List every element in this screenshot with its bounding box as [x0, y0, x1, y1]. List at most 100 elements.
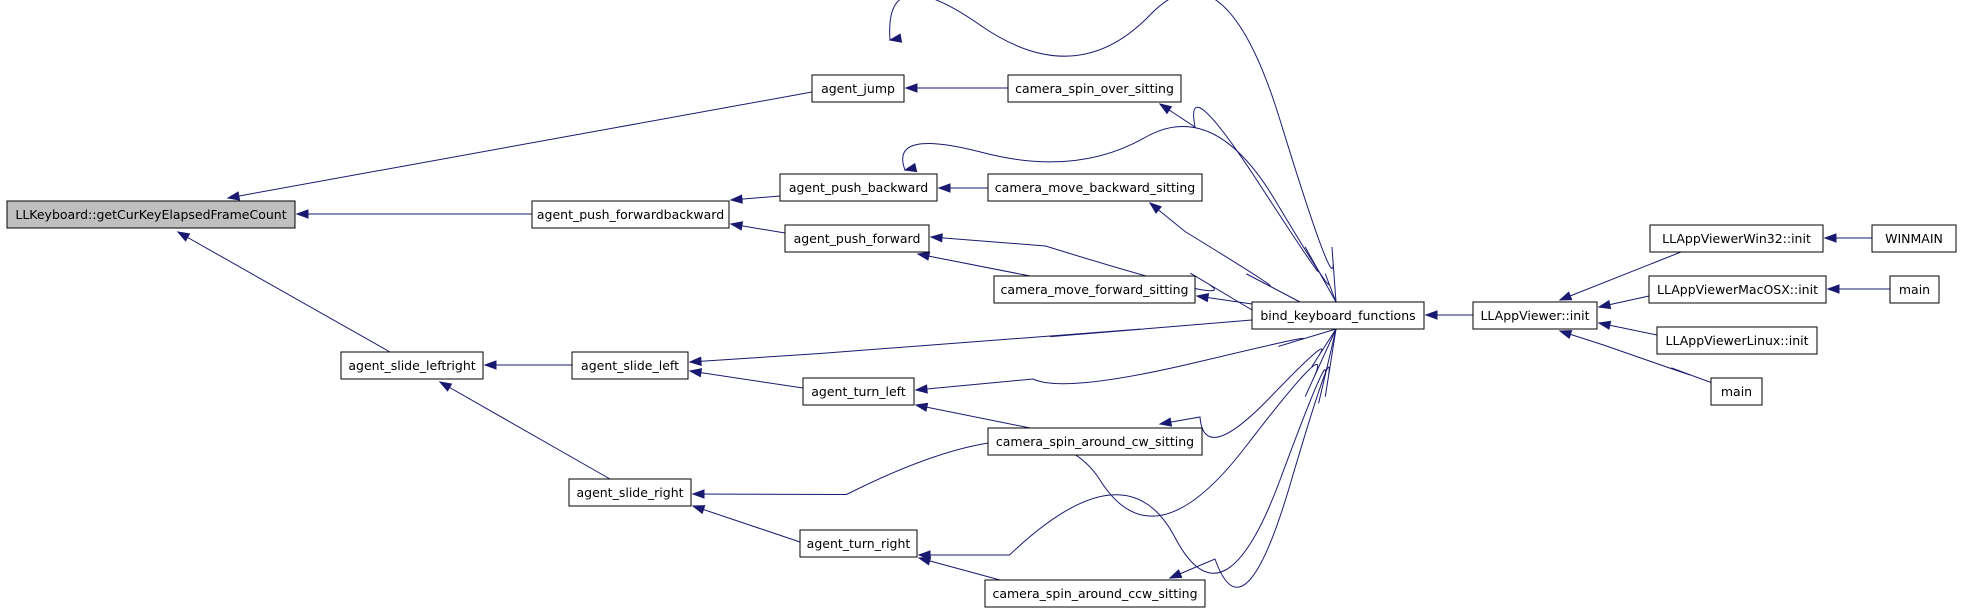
edge-n11-to-n10	[1823, 233, 1872, 243]
node-box[interactable]	[531, 200, 730, 229]
edge-arrowhead	[917, 556, 932, 566]
node-box[interactable]	[1889, 275, 1940, 304]
edge-n22-to-n21	[917, 556, 1001, 581]
node-box[interactable]	[1710, 377, 1763, 406]
node-n14[interactable]: LLAppViewerLinux::init	[1656, 326, 1818, 355]
edge-arrowhead	[1823, 233, 1837, 243]
node-n13[interactable]: main	[1889, 275, 1940, 304]
node-n9[interactable]: LLAppViewer::init	[1472, 301, 1598, 330]
edge-n6-to-n3	[729, 221, 786, 234]
node-n5[interactable]: camera_move_backward_sitting	[987, 173, 1203, 202]
node-box[interactable]	[1656, 326, 1818, 355]
node-n15[interactable]: main	[1710, 377, 1763, 406]
edge-n1-to-n0	[226, 91, 813, 201]
node-box[interactable]	[6, 200, 296, 229]
node-box[interactable]	[1472, 301, 1598, 330]
edge-arrowhead	[1148, 202, 1162, 214]
node-label: agent_turn_right	[807, 536, 911, 551]
edge-arrowhead	[438, 381, 453, 392]
node-box[interactable]	[571, 351, 689, 380]
node-n12[interactable]: LLAppViewerMacOSX::init	[1648, 275, 1827, 304]
node-box[interactable]	[987, 427, 1203, 456]
edge-n12-to-n9	[1597, 295, 1650, 310]
node-label: agent_push_forward	[794, 231, 921, 246]
edge-n8-to-n2	[1158, 103, 1337, 303]
node-n19[interactable]: camera_spin_around_cw_sitting	[987, 427, 1203, 456]
edge-line	[692, 328, 1337, 517]
edge-line	[1169, 328, 1337, 588]
node-box[interactable]	[1648, 275, 1827, 304]
node-box[interactable]	[802, 377, 915, 406]
node-box[interactable]	[779, 173, 938, 202]
node-n0[interactable]: LLKeyboard::getCurKeyElapsedFrameCount	[6, 200, 296, 229]
node-box[interactable]	[1649, 224, 1824, 253]
node-box[interactable]	[1871, 224, 1957, 253]
node-n16[interactable]: agent_slide_leftright	[340, 351, 484, 380]
edge-n8-to-n20	[691, 328, 1337, 517]
node-label: LLAppViewerWin32::init	[1662, 231, 1811, 246]
edge-arrowhead	[729, 194, 743, 204]
edge-arrowhead	[1158, 103, 1173, 115]
node-n3[interactable]: agent_push_forwardbackward	[531, 200, 730, 229]
node-n22[interactable]: camera_spin_around_ccw_sitting	[984, 579, 1206, 608]
edge-line	[918, 557, 1001, 581]
node-label: main	[1899, 282, 1930, 297]
node-box[interactable]	[340, 351, 484, 380]
node-box[interactable]	[568, 478, 692, 507]
node-label: main	[1721, 384, 1752, 399]
edge-arrowhead	[937, 183, 951, 193]
node-label: agent_slide_left	[581, 358, 679, 373]
edge-line	[1559, 330, 1716, 385]
node-box[interactable]	[784, 224, 930, 253]
edge-arrowhead	[483, 360, 497, 370]
node-n21[interactable]: agent_turn_right	[799, 529, 918, 558]
edge-line	[915, 328, 1337, 391]
node-label: WINMAIN	[1885, 231, 1943, 246]
edge-n8-to-n18	[914, 328, 1337, 394]
edge-n18-to-n17	[688, 368, 804, 389]
node-n17[interactable]: agent_slide_left	[571, 351, 689, 380]
edge-arrowhead	[904, 83, 918, 93]
edge-line	[917, 253, 1031, 277]
edge-n9-to-n8	[1424, 310, 1473, 320]
node-n4[interactable]: agent_push_backward	[779, 173, 938, 202]
node-box[interactable]	[993, 275, 1196, 304]
edge-line	[689, 319, 1253, 363]
edge-n20-to-n16	[438, 381, 611, 480]
node-box[interactable]	[799, 529, 918, 558]
node-n7[interactable]: camera_move_forward_sitting	[993, 275, 1196, 304]
edges-layer	[176, 0, 1890, 588]
edge-arrowhead	[914, 384, 928, 394]
node-box[interactable]	[984, 579, 1206, 608]
node-label: LLAppViewerLinux::init	[1666, 333, 1809, 348]
edge-line	[1559, 251, 1682, 301]
node-label: LLAppViewerMacOSX::init	[1657, 282, 1818, 297]
edge-arrowhead	[691, 505, 706, 515]
node-n8[interactable]: bind_keyboard_functions	[1251, 301, 1425, 330]
node-box[interactable]	[1007, 74, 1182, 103]
node-n1[interactable]: agent_jump	[811, 74, 905, 103]
node-label: camera_spin_around_cw_sitting	[996, 434, 1194, 449]
node-n2[interactable]: camera_spin_over_sitting	[1007, 74, 1182, 103]
node-label: camera_spin_over_sitting	[1015, 81, 1174, 96]
edge-line	[177, 231, 391, 353]
node-n18[interactable]: agent_turn_left	[802, 377, 915, 406]
edge-n8-to-n17	[688, 319, 1253, 366]
edge-n8-to-n5	[1148, 202, 1301, 303]
node-box[interactable]	[1251, 301, 1425, 330]
edge-arrowhead	[1558, 330, 1573, 340]
edge-line	[689, 370, 804, 389]
node-box[interactable]	[811, 74, 905, 103]
node-n20[interactable]: agent_slide_right	[568, 478, 692, 507]
node-label: agent_push_forwardbackward	[537, 207, 724, 222]
edge-n7-to-n6	[916, 251, 1031, 277]
node-label: camera_spin_around_ccw_sitting	[992, 586, 1197, 601]
edge-arrowhead	[1558, 291, 1573, 301]
node-n10[interactable]: LLAppViewerWin32::init	[1649, 224, 1824, 253]
node-box[interactable]	[987, 173, 1203, 202]
node-n11[interactable]: WINMAIN	[1871, 224, 1957, 253]
edge-arrowhead	[729, 221, 744, 231]
node-n6[interactable]: agent_push_forward	[784, 224, 930, 253]
edge-n14-to-n9	[1597, 320, 1658, 336]
